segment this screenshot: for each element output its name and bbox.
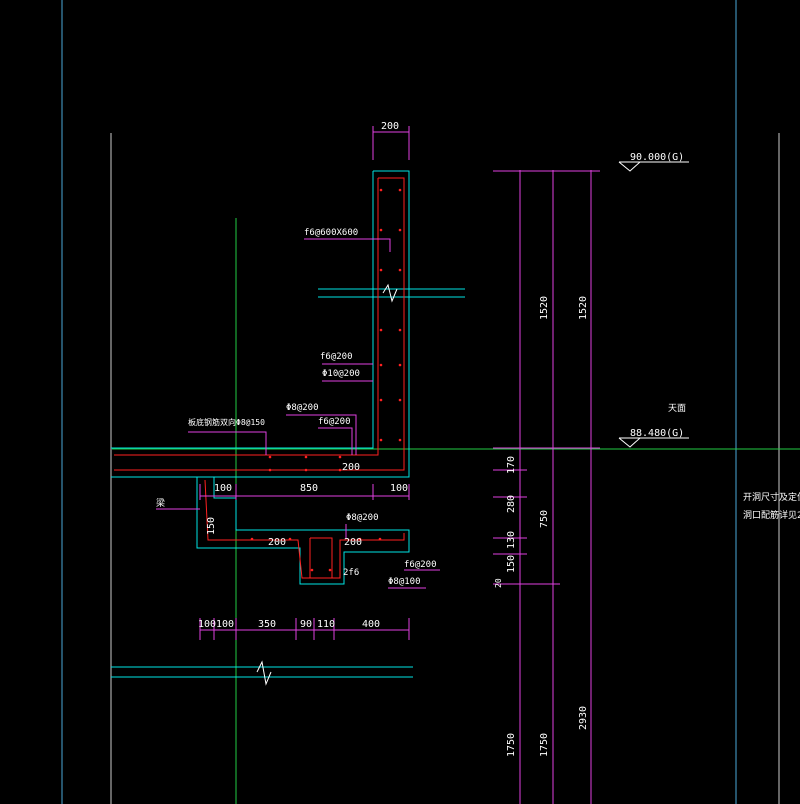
- dim-right-280: 280: [506, 495, 517, 513]
- wall-outline: [111, 171, 374, 449]
- dim-top-width: 200: [381, 121, 399, 132]
- rebar-inner: [114, 178, 379, 456]
- elevation-triangle: [618, 437, 641, 448]
- rebar-label-2: f6@200: [320, 352, 353, 362]
- break-symbol: [382, 283, 398, 303]
- leader-line: [304, 238, 391, 252]
- rebar-dot: [268, 455, 272, 459]
- dim-bottom-4: 90: [300, 619, 312, 630]
- rebar-label-10: 板底钢筋双向Φ8@150: [188, 417, 265, 427]
- dim-right-150: 150: [506, 555, 517, 573]
- dim-right-1520-a: 1520: [539, 296, 550, 320]
- rebar-dot: [268, 468, 272, 472]
- rebar-dot: [379, 188, 383, 192]
- rebar-dot: [398, 188, 402, 192]
- rebar-label-4: Φ8@200: [286, 403, 319, 413]
- dim-right-750: 750: [539, 510, 550, 528]
- rebar-label-1: f6@600X600: [304, 228, 358, 238]
- rebar-dot: [379, 228, 383, 232]
- elevation-middle: 88.480(G): [630, 428, 684, 439]
- elevation-top: 90.000(G): [630, 152, 684, 163]
- break-symbol: [256, 660, 272, 686]
- rebar-dot: [379, 398, 383, 402]
- leader-line: [318, 427, 353, 455]
- dim-slab-3: 100: [390, 483, 408, 494]
- wall-outline: [111, 170, 410, 478]
- dim-bottom-1: 100: [198, 619, 216, 630]
- rebar-dot: [250, 537, 254, 541]
- rebar-label-8: Φ8@100: [388, 577, 421, 587]
- beam-outline: [111, 476, 410, 585]
- dim-right-130: 130: [506, 531, 517, 549]
- leader-line: [188, 431, 267, 455]
- rebar-dot: [358, 537, 362, 541]
- dim-slab-1: 100: [214, 483, 232, 494]
- rebar-lines: [114, 177, 405, 579]
- dim-right-1520-b: 1520: [578, 296, 589, 320]
- rebar-dot: [304, 468, 308, 472]
- rebar-dot: [398, 398, 402, 402]
- dim-150-left: 150: [206, 517, 217, 535]
- reference-lines: [61, 0, 800, 804]
- rebar-dot: [310, 568, 314, 572]
- note-line-2: 洞口配筋详见2 1: [743, 509, 800, 521]
- rebar-dot: [398, 438, 402, 442]
- rebar-label-3: Φ10@200: [322, 369, 360, 379]
- dim-right-1750-a: 1750: [506, 733, 517, 757]
- dim-bottom-6: 400: [362, 619, 380, 630]
- dim-bottom-3: 350: [258, 619, 276, 630]
- dim-inner-200-c: 200: [344, 537, 362, 548]
- rebar-dot: [338, 468, 342, 472]
- dim-inner-200-a: 200: [342, 462, 360, 473]
- dim-right-2930: 2930: [578, 706, 589, 730]
- rebar-dot: [398, 363, 402, 367]
- dim-bottom-5: 110: [317, 619, 335, 630]
- rebar-beam: [204, 479, 405, 579]
- rebar-label-7: f6@200: [404, 560, 437, 570]
- rebar-dot: [378, 537, 382, 541]
- rebar-label-9: 2f6: [343, 568, 359, 578]
- rebar-dot: [288, 537, 292, 541]
- rebar-dot: [338, 455, 342, 459]
- rebar-dot: [398, 228, 402, 232]
- leader-line: [286, 414, 357, 455]
- dim-slab-2: 850: [300, 483, 318, 494]
- rebar-dot: [328, 568, 332, 572]
- dim-right-20: 20: [494, 578, 503, 588]
- rebar-dot: [398, 328, 402, 332]
- note-line-1: 开洞尺寸及定位详: [743, 491, 800, 503]
- roof-label: 天面: [668, 403, 686, 414]
- rebar-dot: [304, 455, 308, 459]
- dim-inner-200-b: 200: [268, 537, 286, 548]
- dim-bottom-2: 100: [216, 619, 234, 630]
- rebar-dot: [398, 268, 402, 272]
- rebar-label-5: f6@200: [318, 417, 351, 427]
- rebar-dot: [379, 268, 383, 272]
- elevation-triangle: [618, 161, 641, 172]
- mark-label: 梁: [156, 497, 165, 509]
- rebar-dot: [379, 438, 383, 442]
- annotation-texts: 200 90.000(G) 88.480(G) 天面 f6@600X600 f6…: [156, 121, 800, 757]
- rebar-dot: [379, 363, 383, 367]
- dim-right-170: 170: [506, 456, 517, 474]
- rebar-label-6: Φ8@200: [346, 513, 379, 523]
- rebar-stirrup: [309, 537, 333, 579]
- dim-right-1750-b: 1750: [539, 733, 550, 757]
- rebar-dot: [379, 328, 383, 332]
- dimension-lines: [156, 126, 560, 640]
- rebar-main: [114, 177, 405, 471]
